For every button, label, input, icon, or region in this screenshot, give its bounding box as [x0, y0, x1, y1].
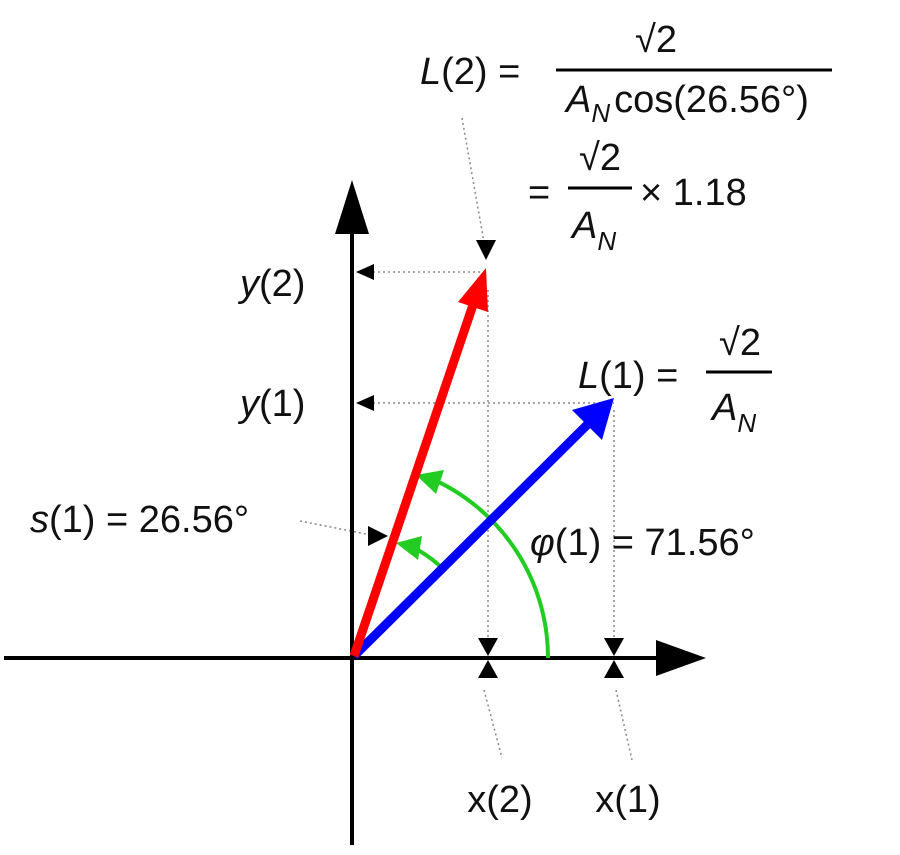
formula-l1: L(1) = √2 AN — [578, 322, 772, 438]
phi1-rest: (1) = 71.56° — [555, 522, 755, 564]
vector-1-shaft — [350, 416, 596, 660]
l2s-numerator: √2 — [579, 137, 621, 179]
leader-x2 — [483, 689, 503, 759]
x1-marker-bottom — [604, 660, 624, 678]
vector-2-arrowhead — [458, 268, 488, 312]
svg-text:L(2) =: L(2) = — [420, 51, 520, 93]
s1-fn: s — [30, 499, 49, 541]
axes — [4, 180, 706, 845]
x-axis-arrowhead — [656, 640, 706, 676]
x2-marker-top — [478, 638, 498, 656]
s1-marker-arrow — [368, 526, 388, 546]
l1-den-a: A — [710, 387, 737, 429]
l1-arg: (1) = — [599, 355, 678, 397]
phi1-fn: φ — [530, 522, 555, 564]
l2s-den-sub: N — [597, 226, 616, 256]
s1-label: s(1) = 26.56° — [30, 499, 249, 541]
x1-label: x(1) — [595, 779, 660, 821]
formula-l2-simplified: = √2 AN × 1.18 — [528, 137, 747, 256]
s1-rest: (1) = 26.56° — [49, 499, 249, 541]
l2-den-rest: cos(26.56°) — [614, 79, 809, 121]
y1-fn: y — [237, 383, 261, 425]
l2s-factor: × 1.18 — [640, 172, 747, 214]
vector-2-shaft — [349, 300, 479, 658]
s1-arc-arrowhead — [396, 536, 422, 560]
l1-fn: L — [578, 355, 599, 397]
leader-s1 — [299, 520, 367, 535]
l2-den-sub: N — [591, 98, 610, 128]
x2-label: x(2) — [467, 779, 532, 821]
y-axis-arrowhead — [335, 180, 369, 234]
axis-markers — [356, 240, 624, 678]
x1-marker-top — [604, 638, 624, 656]
y1-arg: (1) — [259, 383, 305, 425]
x2-marker-bottom — [478, 660, 498, 678]
svg-text:AN: AN — [570, 205, 616, 256]
l2-den-a: A — [564, 79, 591, 121]
phi1-label: φ(1) = 71.56° — [530, 522, 755, 564]
l2s-eq: = — [528, 172, 550, 214]
l2-fn: L — [420, 51, 441, 93]
l2-arg: (2) = — [441, 51, 520, 93]
leader-l2 — [461, 117, 485, 243]
y1-marker-arrow — [356, 395, 374, 411]
y2-fn: y — [237, 263, 261, 305]
vectors — [349, 268, 614, 660]
y2-marker-arrow — [356, 264, 374, 280]
y2-arg: (2) — [259, 263, 305, 305]
projection-guides — [299, 117, 633, 761]
l2s-den-a: A — [570, 205, 597, 247]
y2-label: y(2) — [237, 263, 305, 305]
l2-marker-arrow — [476, 240, 496, 260]
svg-text:AN: AN — [710, 387, 756, 438]
l2-numerator: √2 — [635, 19, 677, 61]
vector-1-arrowhead — [572, 398, 614, 440]
y1-label: y(1) — [237, 383, 305, 425]
phi1-arc — [429, 476, 551, 659]
angle-arcs — [407, 476, 551, 659]
phi1-arc-arrowhead — [416, 470, 444, 494]
svg-text:L(1) =: L(1) = — [578, 355, 678, 397]
leader-x1 — [615, 689, 633, 761]
l1-numerator: √2 — [719, 322, 761, 364]
l1-den-sub: N — [737, 408, 756, 438]
